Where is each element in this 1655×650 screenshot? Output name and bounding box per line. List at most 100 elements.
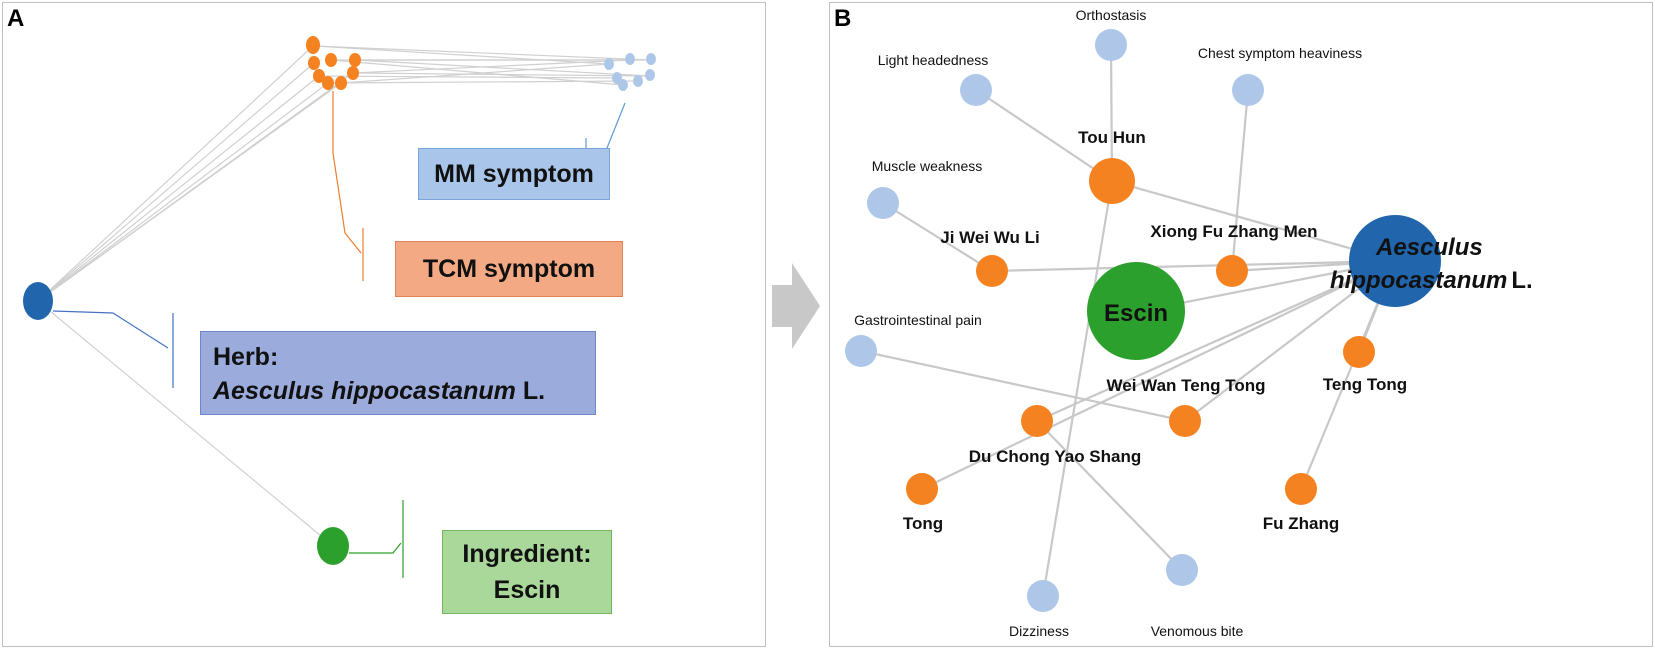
edge: [1041, 180, 1114, 597]
herb-node-label-species: hippocastanum: [1330, 267, 1507, 294]
tcm-node: [1343, 336, 1375, 368]
herb-node-label-line1: Aesculus: [1375, 234, 1483, 261]
tcm-node: [347, 66, 359, 80]
tcm-label: Fu Zhang: [1263, 514, 1339, 533]
ingredient-node-b: [1087, 262, 1185, 360]
tcm-node: [325, 53, 337, 67]
tcm-symptom-box: TCM symptom: [395, 241, 623, 297]
panel-b: B: [829, 2, 1653, 647]
mm-node: [1027, 580, 1059, 612]
herb-box: Herb: Aesculus hippocastanum L.: [200, 331, 596, 415]
edge: [975, 89, 1113, 182]
ingredient-node-label: Escin: [1104, 300, 1168, 327]
mm-node-cluster: [604, 53, 656, 91]
tcm-node: [349, 53, 361, 67]
edge: [327, 80, 639, 84]
mm-node: [618, 79, 628, 91]
edge: [37, 62, 315, 302]
mm-labels: Orthostasis Light headedness Chest sympt…: [854, 7, 1362, 639]
mm-node: [633, 75, 643, 87]
ingredient-box-title: Ingredient:: [462, 540, 592, 568]
edge: [1036, 420, 1183, 571]
mm-node: [1232, 74, 1264, 106]
edge: [37, 72, 354, 302]
tcm-node: [306, 36, 320, 54]
transition-arrow: [772, 263, 820, 349]
edge: [314, 45, 652, 61]
herb-callout-line: [52, 310, 169, 349]
herb-node-b: [1349, 215, 1441, 307]
herb-to-ingredient-edge: [37, 300, 334, 547]
tcm-label: Wei Wan Teng Tong: [1107, 376, 1266, 395]
mm-symptom-label: MM symptom: [434, 159, 594, 188]
tcm-nodes: [906, 158, 1375, 505]
tcm-label: Xiong Fu Zhang Men: [1150, 222, 1317, 241]
mm-node: [625, 53, 635, 65]
edge: [318, 75, 618, 79]
edge: [37, 45, 314, 302]
panel-b-label: B: [834, 5, 852, 32]
ingredient-box: Ingredient: Escin: [442, 530, 612, 614]
tcm-node: [335, 76, 347, 90]
edge: [860, 349, 1186, 423]
mm-label: Gastrointestinal pain: [854, 312, 982, 328]
panel-a-network: [23, 36, 656, 578]
tcm-node: [322, 76, 334, 90]
tcm-node: [906, 473, 938, 505]
tcm-node: [1089, 158, 1135, 204]
ingredient-box-name: Escin: [493, 576, 561, 604]
mm-node: [646, 53, 656, 65]
mm-symptom-box: MM symptom: [418, 148, 610, 200]
tcm-label: Du Chong Yao Shang: [969, 447, 1142, 466]
edge: [354, 59, 651, 77]
edge: [352, 59, 631, 74]
edge: [314, 45, 610, 65]
edge: [37, 82, 329, 302]
tcm-label: Tou Hun: [1078, 128, 1146, 147]
mm-label: Chest symptom heaviness: [1198, 45, 1362, 61]
mm-node: [645, 69, 655, 81]
herb-node: [23, 282, 53, 320]
tcm-callout-line: [332, 91, 362, 254]
tcm-to-mm-edges: [314, 45, 652, 86]
ingredient-node: [317, 527, 349, 565]
edge: [991, 259, 1396, 273]
edge: [1111, 179, 1396, 263]
tcm-labels: Tou Hun Ji Wei Wu Li Xiong Fu Zhang Men …: [903, 128, 1407, 533]
mm-label: Dizziness: [1009, 623, 1069, 639]
edge: [1036, 259, 1396, 423]
edge: [921, 260, 1396, 490]
tcm-node: [308, 56, 320, 70]
tcm-label: Teng Tong: [1323, 375, 1407, 394]
mm-label: Light headedness: [878, 52, 989, 68]
tcm-node: [1216, 255, 1248, 287]
mm-node: [845, 335, 877, 367]
mm-label: Orthostasis: [1076, 7, 1147, 23]
edge: [1230, 89, 1250, 272]
arrow-shape: [772, 263, 820, 349]
herb-box-name: Aesculus hippocastanum L.: [213, 374, 583, 408]
tcm-node: [313, 69, 325, 83]
herb-node-label-authority: L.: [1511, 267, 1532, 294]
tcm-node-cluster: [306, 36, 361, 90]
mm-label: Venomous bite: [1151, 623, 1244, 639]
tcm-label: Tong: [903, 514, 943, 533]
ingredient-callout-line: [349, 542, 402, 554]
herb-to-tcm-edges: [37, 45, 354, 302]
tcm-node: [1285, 473, 1317, 505]
mm-nodes: [845, 29, 1264, 612]
herb-box-title: Herb:: [213, 343, 279, 371]
mm-label: Muscle weakness: [872, 158, 983, 174]
tcm-node: [1021, 405, 1053, 437]
herb-authority: L.: [522, 377, 546, 405]
edge: [37, 75, 320, 302]
tcm-symptom-label: TCM symptom: [422, 254, 596, 283]
tcm-label: Ji Wei Wu Li: [940, 228, 1040, 247]
tcm-node: [976, 255, 1008, 287]
panel-a: A: [2, 2, 766, 647]
edge: [882, 202, 993, 272]
mm-node: [1095, 29, 1127, 61]
herb-species-italic: Aesculus hippocastanum: [213, 377, 516, 405]
